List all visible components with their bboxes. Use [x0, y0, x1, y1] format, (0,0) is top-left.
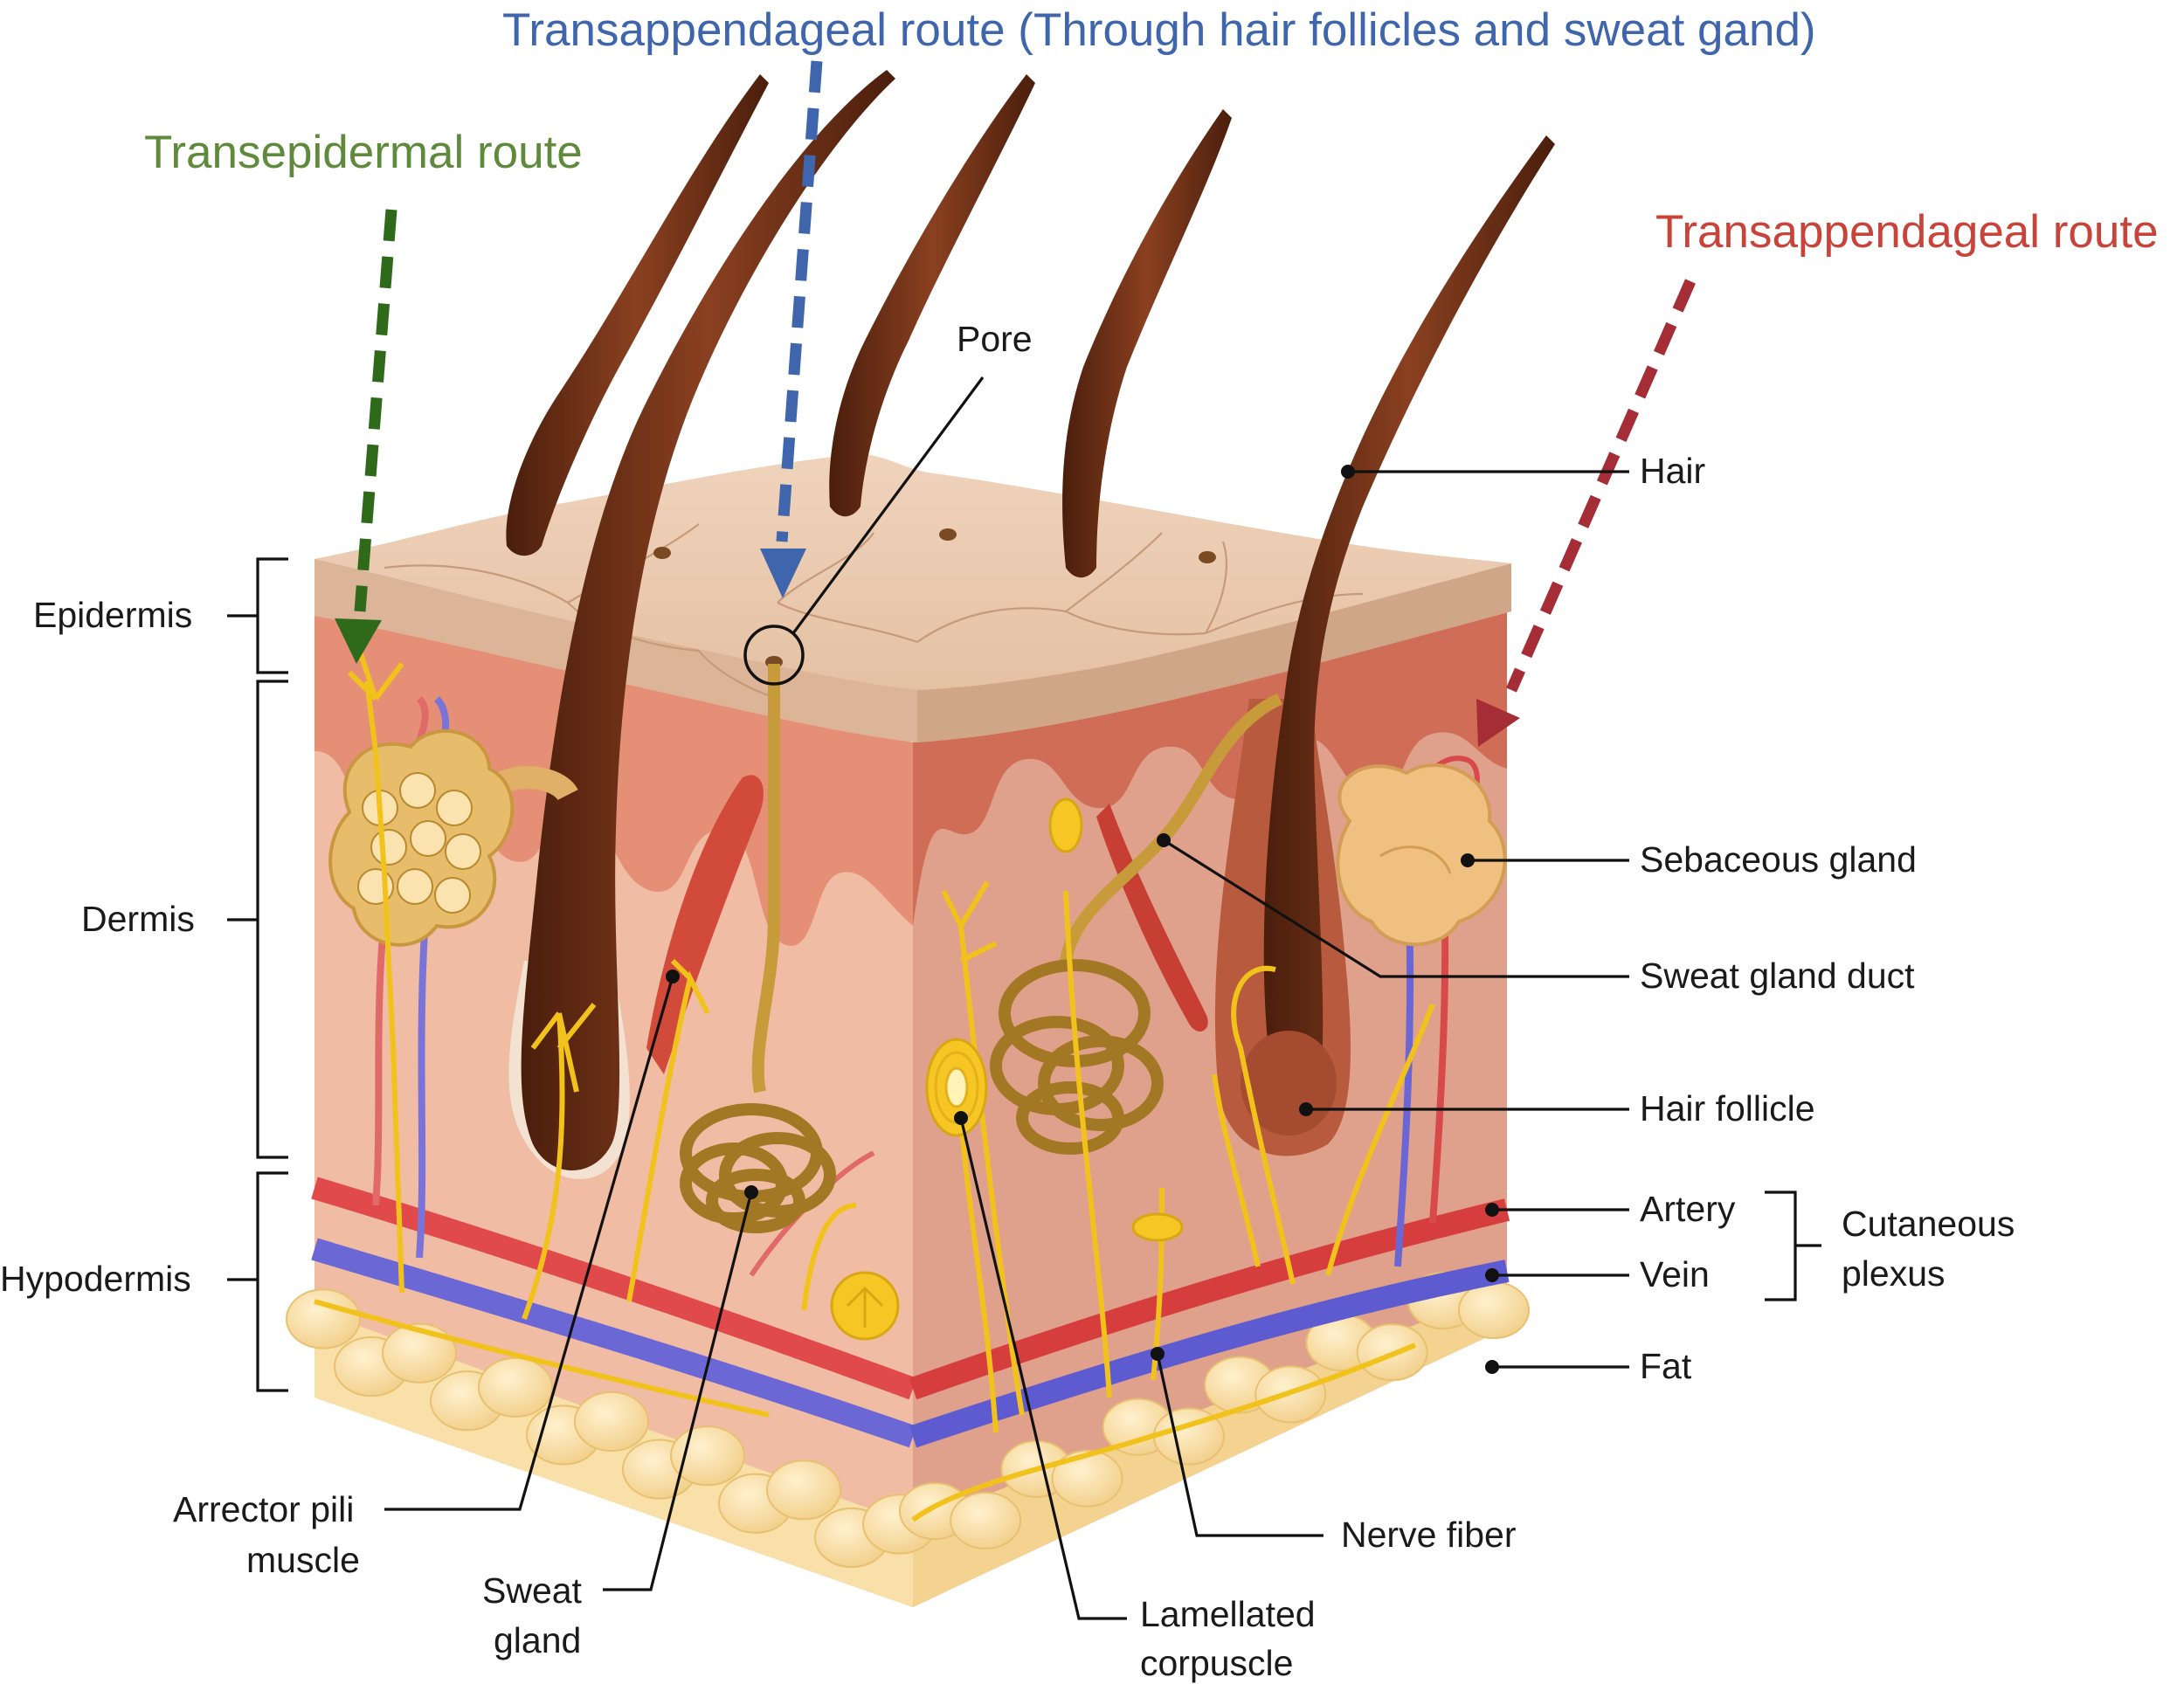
nerve-fiber-label: Nerve fiber — [1341, 1515, 1517, 1555]
fat-cell-icon — [1458, 1281, 1530, 1339]
fat-cell-icon — [670, 1425, 745, 1487]
artery-label: Artery — [1640, 1189, 1736, 1229]
dermis-label: Dermis — [81, 899, 195, 939]
fat-layer — [286, 1272, 1530, 1607]
arrector-pili-label-2: muscle — [246, 1540, 360, 1580]
route-arrow-red — [1476, 279, 1696, 747]
pore-dot-2 — [939, 528, 957, 541]
route-title-blue: Transappendageal route (Through hair fol… — [502, 4, 1816, 56]
fat-cells — [286, 1272, 1530, 1569]
sweat-gland-label-2: gland — [494, 1620, 581, 1660]
fat-cell-icon — [286, 1288, 361, 1349]
lamellated-corpuscle-icon — [925, 1038, 988, 1137]
arrector-pili-label-1: Arrector pili — [173, 1489, 354, 1529]
lamellated-corpuscle-icon — [830, 1271, 900, 1341]
artery-front — [311, 1177, 917, 1400]
layer-brackets — [227, 557, 288, 1392]
lamellated-corpuscle-icon — [1048, 797, 1184, 1242]
fat-label: Fat — [1640, 1346, 1692, 1386]
vein-side — [909, 1260, 1510, 1448]
hypodermis-label: Hypodermis — [0, 1259, 191, 1299]
hair-icon — [1263, 135, 1555, 1087]
lamellated-corpuscle-label-1: Lamellated — [1140, 1594, 1316, 1634]
sebaceous-gland-label: Sebaceous gland — [1640, 839, 1917, 880]
epidermis-label: Epidermis — [33, 595, 192, 635]
hair-follicle-label: Hair follicle — [1640, 1088, 1815, 1128]
pore-label: Pore — [957, 319, 1033, 359]
hair-icon — [829, 74, 1035, 517]
pore-dot-3 — [1199, 551, 1216, 563]
fat-cell-icon — [1051, 1449, 1123, 1508]
nerve-fibers — [314, 645, 1435, 1522]
sebaceous-gland-icon — [328, 729, 578, 947]
route-arrow-green — [335, 209, 397, 664]
cutaneous-plexus-label-1: Cutaneous — [1842, 1204, 2015, 1244]
sebaceous-gland-icon — [1336, 763, 1507, 947]
route-title-green: Transepidermal route — [144, 127, 583, 178]
vein-label: Vein — [1640, 1254, 1710, 1294]
arrector-muscle-icon — [646, 775, 1208, 1074]
fat-cell-icon — [950, 1491, 1022, 1549]
lamellated-corpuscle-label-2: corpuscle — [1140, 1643, 1293, 1683]
hairs — [506, 70, 1555, 1179]
hair-label: Hair — [1640, 451, 1705, 491]
hair-icon — [521, 70, 895, 1170]
route-title-red: Transappendageal route — [1655, 206, 2159, 258]
fat-cell-icon — [574, 1391, 649, 1453]
hair-icon — [1062, 109, 1232, 578]
sweat-gland-label-1: Sweat — [482, 1570, 583, 1611]
fat-cell-icon — [382, 1322, 457, 1384]
sweat-gland-duct-label: Sweat gland duct — [1640, 956, 1915, 996]
route-arrow-blue — [760, 60, 823, 598]
sweat-gland-coil-icon — [990, 693, 1283, 1155]
fat-cell-icon — [478, 1356, 553, 1418]
fat-cell-icon — [766, 1460, 841, 1521]
pore-circle — [743, 625, 805, 686]
hair-icon — [506, 74, 769, 556]
pore-dot-1 — [653, 547, 671, 559]
epidermis-side-edge — [917, 563, 1511, 742]
artery-side — [909, 1198, 1510, 1400]
vein-front — [311, 1238, 917, 1448]
cutaneous-plexus-label-2: plexus — [1842, 1253, 1946, 1294]
